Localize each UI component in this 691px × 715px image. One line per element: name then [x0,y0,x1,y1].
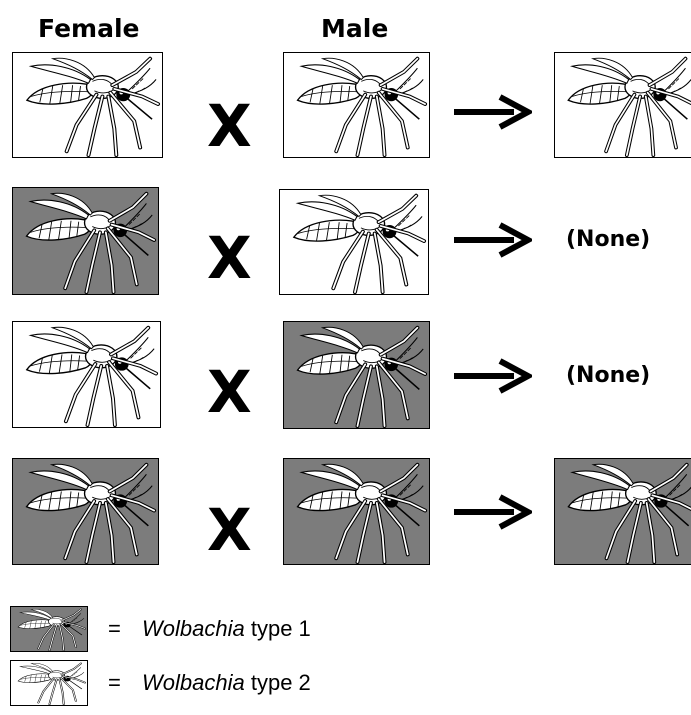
cross-symbol: X [207,500,252,560]
legend-organism: Wolbachia [142,670,245,695]
mosquito-icon [568,464,691,562]
mosquito-icon [18,609,85,650]
female-mosquito-type-2 [12,52,163,158]
cross-symbol: X [207,362,252,422]
male-mosquito-type-2 [283,52,430,158]
header-female: Female [38,14,139,44]
legend-type: type 2 [251,670,311,695]
mosquito-icon [27,464,155,562]
mosquito-icon [27,58,158,155]
male-mosquito-type-1 [283,458,430,565]
arrow-right-icon [452,94,532,130]
mosquito-icon [27,193,155,292]
legend-equals: = [108,615,142,643]
male-mosquito-type-1 [283,321,430,429]
arrow-right-icon [452,494,532,530]
female-mosquito-type-1 [12,458,159,565]
mosquito-icon [298,58,426,155]
male-mosquito-type-2 [279,189,429,295]
legend-equals: = [108,669,142,697]
mosquito-icon [568,58,691,155]
mosquito-icon [27,327,156,425]
offspring-mosquito-type-2 [554,52,691,158]
mosquito-icon [298,327,426,426]
cross-symbol: X [207,228,252,288]
offspring-none-label: (None) [566,362,650,390]
arrow-right-icon [452,358,532,394]
legend-type: type 1 [251,616,311,641]
offspring-none-label: (None) [566,226,650,254]
legend-swatch-type-1 [10,606,88,652]
female-mosquito-type-2 [12,321,161,428]
legend-type-2: =Wolbachia type 2 [10,660,410,706]
legend-label-type-2: =Wolbachia type 2 [108,669,311,697]
arrow-right-icon [452,222,532,258]
cross-symbol: X [207,96,252,156]
legend-label-type-1: =Wolbachia type 1 [108,615,311,643]
mosquito-icon [294,195,424,292]
mosquito-icon [298,464,426,562]
header-male: Male [321,14,388,44]
mosquito-icon [18,663,85,704]
legend-type-1: =Wolbachia type 1 [10,606,410,652]
offspring-mosquito-type-1 [554,458,691,565]
legend-swatch-type-2 [10,660,88,706]
female-mosquito-type-1 [12,187,159,295]
legend-organism: Wolbachia [142,616,245,641]
